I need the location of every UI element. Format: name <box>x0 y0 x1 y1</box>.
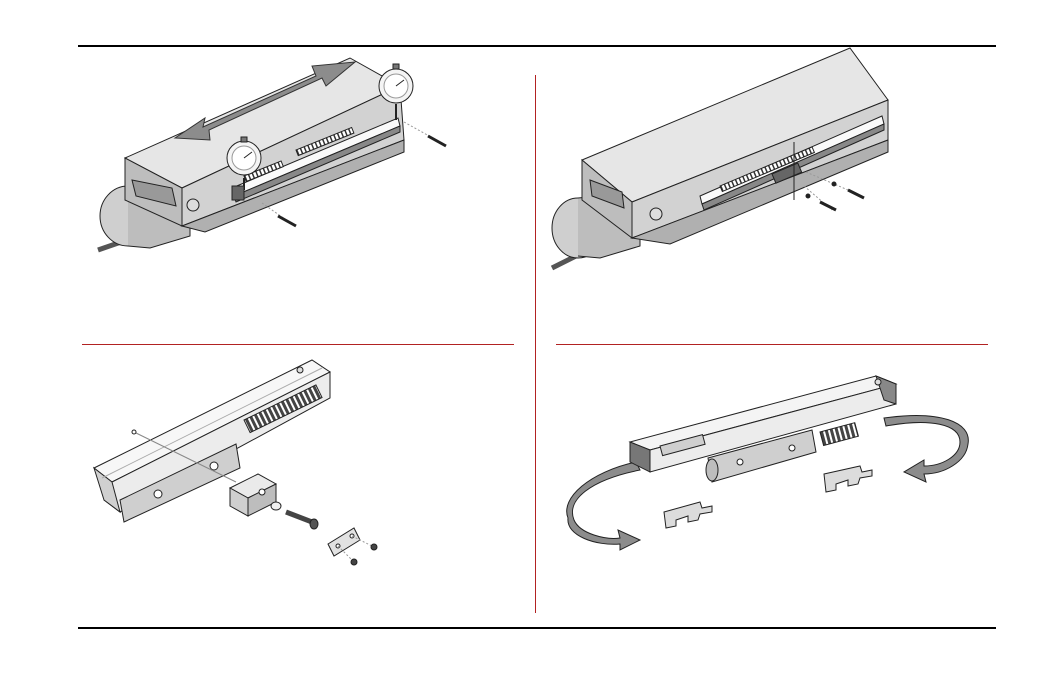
mounting-screw-right <box>404 122 446 146</box>
screw <box>371 544 377 550</box>
panel-top-right <box>552 48 888 268</box>
panel-top-left <box>98 58 446 250</box>
spring <box>820 423 858 446</box>
rotation-arrow-left <box>567 462 640 550</box>
end-screw <box>875 379 881 385</box>
gib-screw <box>187 199 199 211</box>
panel-bottom-right <box>567 376 969 550</box>
panel-bottom-left <box>94 360 377 565</box>
rotation-arrow-right <box>884 416 968 482</box>
screw <box>351 559 357 565</box>
gib-screw <box>650 208 662 220</box>
shipping-clip-right <box>824 466 872 492</box>
end-screw <box>297 367 303 373</box>
adjustment-bolt <box>286 512 312 522</box>
shipping-clip-left <box>664 502 712 528</box>
washer <box>271 502 281 510</box>
